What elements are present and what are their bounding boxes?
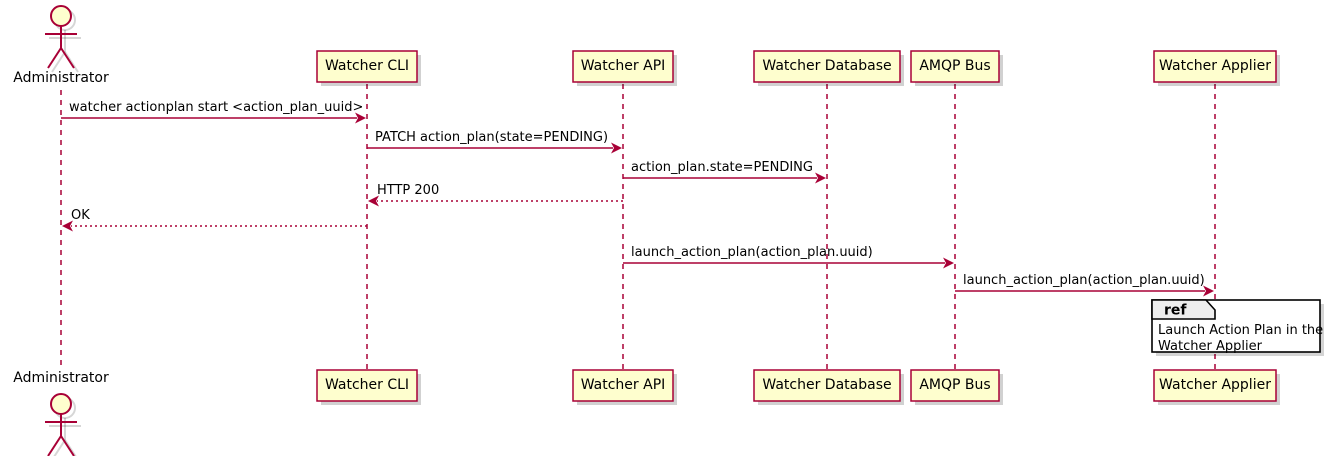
actor-head-icon [50, 5, 72, 27]
message-2-watcher-cli-to-watcher-api[interactable]: PATCH action_plan(state=PENDING) [367, 130, 622, 154]
ref-body-line: Launch Action Plan in the [1158, 323, 1323, 338]
participant-watcher-api-bottom[interactable]: Watcher API [572, 369, 677, 405]
message-label: OK [71, 208, 90, 223]
participant-label-watcher-cli-bottom: Watcher CLI [325, 377, 409, 393]
actor-leg-right [60, 435, 75, 456]
message-label: launch_action_plan(action_plan.uuid) [631, 245, 873, 260]
participant-box[interactable] [910, 50, 1000, 83]
participant-label-amqp-bus-top: AMQP Bus [919, 58, 990, 74]
message-arrowhead [943, 257, 954, 269]
participant-watcher-cli-top[interactable]: Watcher CLI [316, 50, 421, 86]
message-label: launch_action_plan(action_plan.uuid) [963, 273, 1205, 288]
participant-box[interactable] [753, 50, 901, 83]
participant-label-watcher-db-bottom: Watcher Database [762, 377, 891, 393]
message-6-watcher-api-to-amqp-bus[interactable]: launch_action_plan(action_plan.uuid) [623, 245, 954, 269]
participant-box[interactable] [572, 50, 674, 83]
participant-label-watcher-api-top: Watcher API [581, 58, 666, 74]
message-label: watcher actionplan start <action_plan_uu… [69, 100, 363, 115]
messages-layer: watcher actionplan start <action_plan_uu… [61, 100, 1214, 297]
participant-watcher-applier-top[interactable]: Watcher Applier [1153, 50, 1280, 86]
message-label: action_plan.state=PENDING [631, 160, 813, 175]
participant-watcher-db-top[interactable]: Watcher Database [753, 50, 904, 86]
participant-amqp-bus-bottom[interactable]: AMQP Bus [910, 369, 1003, 405]
message-5-watcher-cli-to-administrator[interactable]: OK [62, 208, 367, 232]
participant-label-watcher-applier-bottom: Watcher Applier [1159, 377, 1271, 393]
message-arrowhead [355, 112, 366, 124]
actor-leg-right [60, 47, 75, 69]
participant-watcher-db-bottom[interactable]: Watcher Database [753, 369, 904, 405]
participant-label-amqp-bus-bottom: AMQP Bus [919, 377, 990, 393]
participant-amqp-bus-top[interactable]: AMQP Bus [910, 50, 1003, 86]
participant-box[interactable] [753, 369, 901, 402]
message-4-watcher-api-to-watcher-cli[interactable]: HTTP 200 [368, 183, 623, 207]
participant-box[interactable] [1153, 50, 1277, 83]
participant-box[interactable] [910, 369, 1000, 402]
message-arrowhead [62, 220, 73, 232]
ref-operator-label: ref [1164, 303, 1187, 319]
message-arrowhead [1203, 285, 1214, 297]
actor-label-administrator-top: Administrator [13, 70, 109, 86]
message-3-watcher-api-to-watcher-db[interactable]: action_plan.state=PENDING [623, 160, 826, 184]
message-arrowhead [611, 142, 622, 154]
participant-label-watcher-api-bottom: Watcher API [581, 377, 666, 393]
ref-operator-tab [1151, 299, 1216, 320]
message-1-administrator-to-watcher-cli[interactable]: watcher actionplan start <action_plan_uu… [61, 100, 366, 124]
participant-label-watcher-db-top: Watcher Database [762, 58, 891, 74]
participant-watcher-applier-bottom[interactable]: Watcher Applier [1153, 369, 1280, 405]
participant-box[interactable] [316, 50, 418, 83]
message-arrowhead [815, 172, 826, 184]
actor-head-icon [50, 393, 72, 415]
participant-box[interactable] [1153, 369, 1277, 402]
participant-box[interactable] [572, 369, 674, 402]
participant-label-watcher-cli-top: Watcher CLI [325, 58, 409, 74]
actor-leg-left [47, 47, 62, 69]
ref-body-line: Watcher Applier [1158, 339, 1263, 354]
lifelines-layer [60, 84, 1216, 372]
message-7-amqp-bus-to-watcher-applier[interactable]: launch_action_plan(action_plan.uuid) [955, 273, 1214, 297]
message-arrowhead [368, 195, 379, 207]
actor-administrator-top[interactable]: Administrator [13, 5, 109, 86]
participant-box[interactable] [316, 369, 418, 402]
actor-label-administrator-bottom: Administrator [13, 370, 109, 386]
message-label: HTTP 200 [377, 183, 439, 198]
message-label: PATCH action_plan(state=PENDING) [375, 130, 608, 145]
actor-administrator-bottom[interactable]: Administrator [13, 370, 109, 456]
participant-label-watcher-applier-top: Watcher Applier [1159, 58, 1271, 74]
participant-watcher-cli-bottom[interactable]: Watcher CLI [316, 369, 421, 405]
actor-leg-left [47, 435, 62, 456]
participant-watcher-api-top[interactable]: Watcher API [572, 50, 677, 86]
